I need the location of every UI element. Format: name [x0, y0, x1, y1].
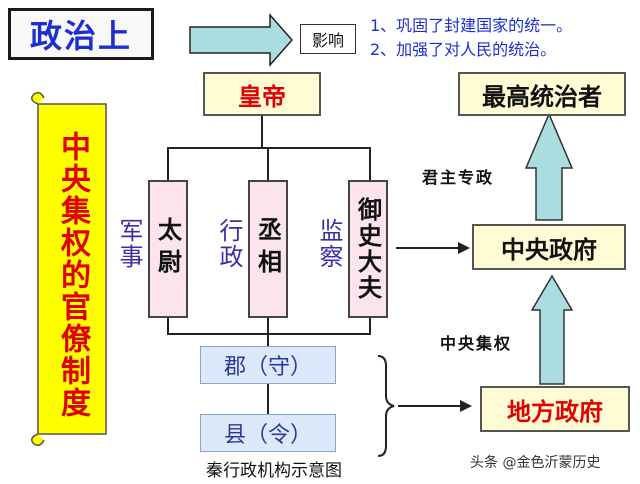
- scroll-banner: [31, 91, 107, 447]
- note-1: 1、巩固了封建国家的统一。: [370, 16, 573, 35]
- role-military: 军事: [115, 218, 143, 270]
- influence-label: 影响: [300, 24, 356, 54]
- role-administration: 行政: [215, 218, 243, 270]
- local-brace: [377, 355, 395, 457]
- influence-arrow: [189, 13, 293, 67]
- to-local-arrowhead: [460, 400, 472, 412]
- office-taiwei: 太尉: [148, 180, 188, 318]
- watermark: 头条 @金色沂蒙历史: [470, 455, 601, 471]
- highest-ruler-box: 最高统治者: [458, 72, 626, 116]
- office-chengxiang: 丞相: [248, 180, 288, 318]
- central-government-box: 中央政府: [472, 224, 626, 270]
- local-government-box: 地方政府: [480, 386, 630, 432]
- county-box: 县（令）: [200, 414, 336, 452]
- section-title: 政治上: [8, 8, 154, 60]
- up-arrow-central: [524, 112, 574, 221]
- role-supervision: 监察: [315, 218, 343, 270]
- office-yushidafu: 御史大夫: [348, 180, 388, 318]
- to-central-arrowhead: [458, 242, 470, 254]
- centralization-label: 中央集权: [440, 334, 513, 353]
- autocracy-label: 君主专政: [422, 168, 495, 187]
- section-title-text: 政治上: [29, 17, 132, 55]
- diagram-caption: 秦行政机构示意图: [206, 461, 342, 481]
- note-2: 2、加强了对人民的统治。: [370, 40, 557, 59]
- commandery-box: 郡（守）: [200, 346, 336, 384]
- scroll-text: 中央集权的官僚制度: [55, 131, 90, 419]
- emperor-box: 皇帝: [203, 72, 321, 116]
- up-arrow-local: [530, 274, 574, 385]
